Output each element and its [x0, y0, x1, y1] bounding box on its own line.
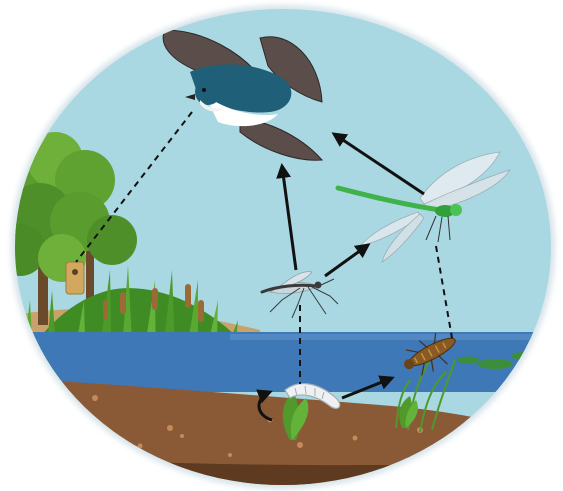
pond-surface	[230, 334, 563, 340]
nest-box-icon	[66, 262, 84, 294]
